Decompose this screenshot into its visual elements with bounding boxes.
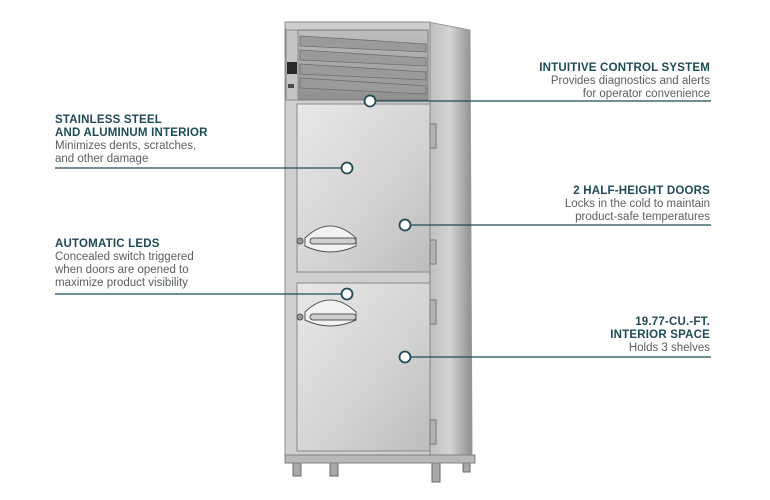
callout-control-desc-1: Provides diagnostics and alerts <box>550 75 710 87</box>
hotspot-space-icon <box>398 350 412 364</box>
door-hinges <box>429 123 437 445</box>
callout-space-desc-1: Holds 3 shelves <box>628 342 710 354</box>
callout-leds-desc-3: maximize product visibility <box>55 277 188 289</box>
door-handle-lower <box>296 299 357 327</box>
callout-space-title-2: INTERIOR SPACE <box>610 329 710 341</box>
hotspot-leds-icon <box>340 287 354 301</box>
callout-doors: 2 HALF-HEIGHT DOORS Locks in the cold to… <box>565 185 710 224</box>
hotspots <box>340 94 412 364</box>
hotspot-doors-icon <box>398 218 412 232</box>
callout-control-desc-2: for operator convenience <box>582 88 710 100</box>
callout-space: 19.77-CU.-FT. INTERIOR SPACE Holds 3 she… <box>610 316 710 355</box>
callout-control: INTUITIVE CONTROL SYSTEM Provides diagno… <box>539 62 710 101</box>
leader-lines <box>55 100 711 358</box>
hotspot-interior-icon <box>340 161 354 175</box>
callout-interior-desc-1: Minimizes dents, scratches, <box>55 140 197 152</box>
callout-leds-desc-2: when doors are opened to <box>55 264 189 276</box>
callout-doors-title: 2 HALF-HEIGHT DOORS <box>573 185 710 197</box>
callout-interior-title-1: STAINLESS STEEL <box>55 114 162 126</box>
callout-doors-desc-1: Locks in the cold to maintain <box>564 198 710 210</box>
callout-space-title-1: 19.77-CU.-FT. <box>635 316 710 328</box>
callout-doors-desc-2: product-safe temperatures <box>575 211 710 223</box>
callout-control-title: INTUITIVE CONTROL SYSTEM <box>539 62 710 74</box>
hotspot-control-icon <box>363 94 377 108</box>
callout-interior: STAINLESS STEEL AND ALUMINUM INTERIOR Mi… <box>55 114 208 166</box>
callout-interior-title-2: AND ALUMINUM INTERIOR <box>55 127 208 139</box>
callout-leds: AUTOMATIC LEDS Concealed switch triggere… <box>55 238 194 290</box>
control-display-icon <box>287 62 297 74</box>
callout-leds-title: AUTOMATIC LEDS <box>55 238 160 250</box>
callout-leds-desc-1: Concealed switch triggered <box>55 251 194 263</box>
door-handle-upper <box>296 225 357 253</box>
louver-grille <box>299 35 427 95</box>
callout-interior-desc-2: and other damage <box>55 153 149 165</box>
